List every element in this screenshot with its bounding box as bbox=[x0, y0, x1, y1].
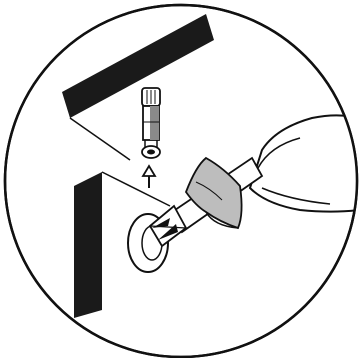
screw-icon bbox=[142, 88, 160, 158]
